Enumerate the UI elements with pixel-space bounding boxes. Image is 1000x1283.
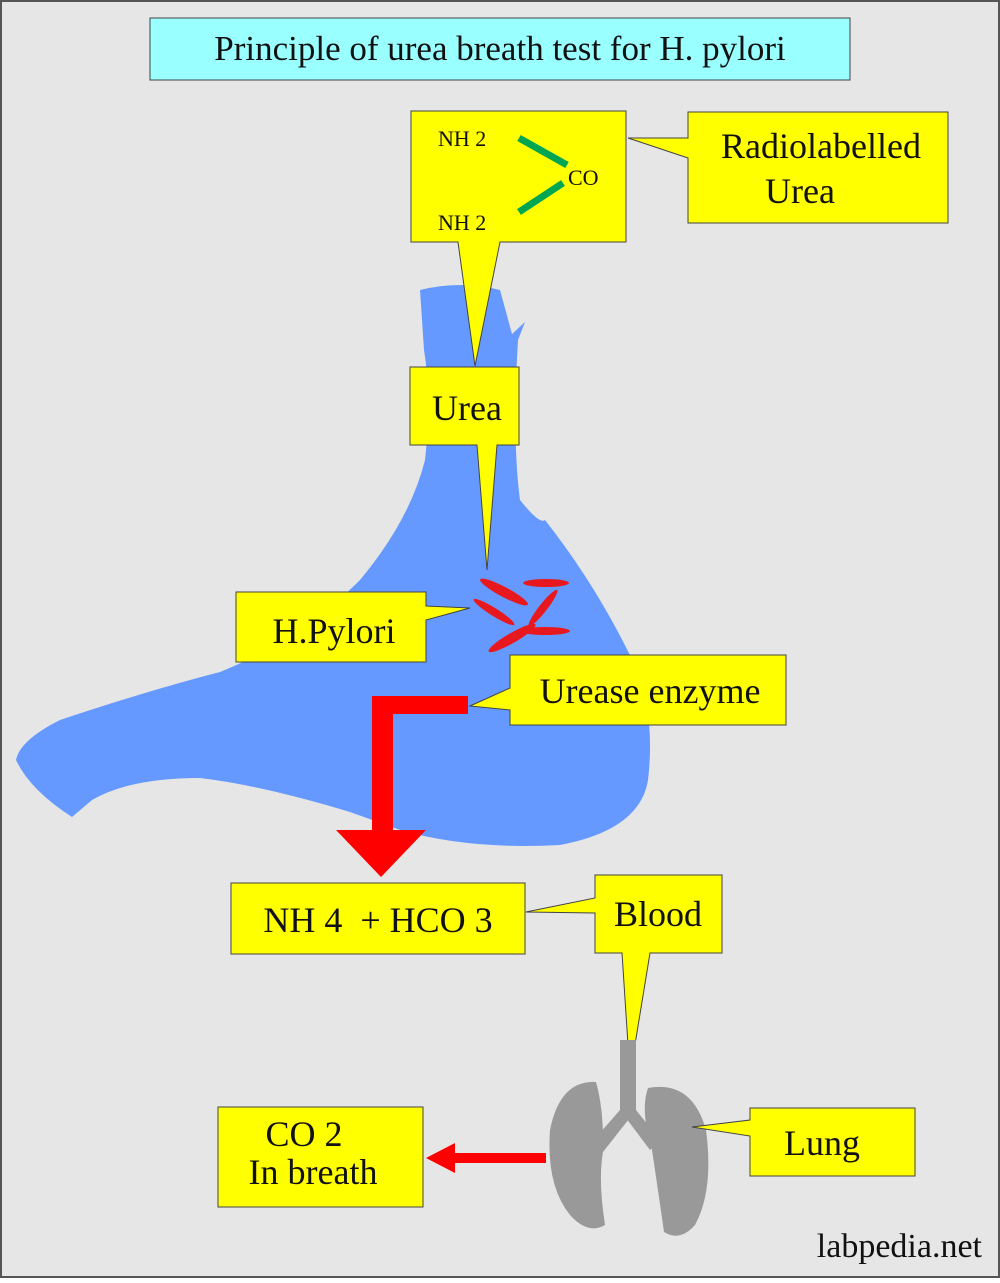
- co-label: CO: [568, 165, 599, 190]
- h-pylori-callout: [235, 591, 471, 663]
- co2-breath-box: [217, 1106, 424, 1208]
- products-box: [230, 882, 526, 955]
- blood-label: Blood: [614, 894, 702, 934]
- blood-callout: [525, 874, 723, 1076]
- bond-lower: [517, 180, 565, 215]
- bond-upper: [517, 134, 569, 169]
- reaction-arrow: [336, 696, 468, 877]
- title-box: [149, 17, 851, 81]
- radiolabelled-line1: Radiolabelled: [721, 126, 921, 166]
- h-pylori-label: H.Pylori: [272, 611, 395, 651]
- h-pylori-bacteria: [473, 578, 570, 653]
- co2-line2: In breath: [249, 1152, 378, 1192]
- products-label: NH 4 + HCO 3: [263, 900, 492, 940]
- radiolabelled-urea-callout: [627, 111, 949, 224]
- co2-line1: CO 2: [265, 1114, 342, 1154]
- lungs-icon: [549, 1040, 709, 1236]
- urea-callout: [409, 366, 520, 571]
- molecule-callout: [410, 110, 627, 367]
- lung-callout: [691, 1107, 916, 1177]
- exhale-arrow: [426, 1143, 546, 1173]
- radiolabelled-line2: Urea: [765, 171, 835, 211]
- lung-label: Lung: [784, 1123, 860, 1163]
- urea-label: Urea: [432, 388, 502, 428]
- title-text: Principle of urea breath test for H. pyl…: [214, 29, 786, 68]
- urease-enzyme-callout: [468, 654, 787, 726]
- watermark-text: labpedia.net: [817, 1228, 983, 1265]
- nh2-bottom-label: NH 2: [438, 210, 486, 235]
- urease-enzyme-label: Urease enzyme: [540, 671, 761, 711]
- nh2-top-label: NH 2: [438, 126, 486, 151]
